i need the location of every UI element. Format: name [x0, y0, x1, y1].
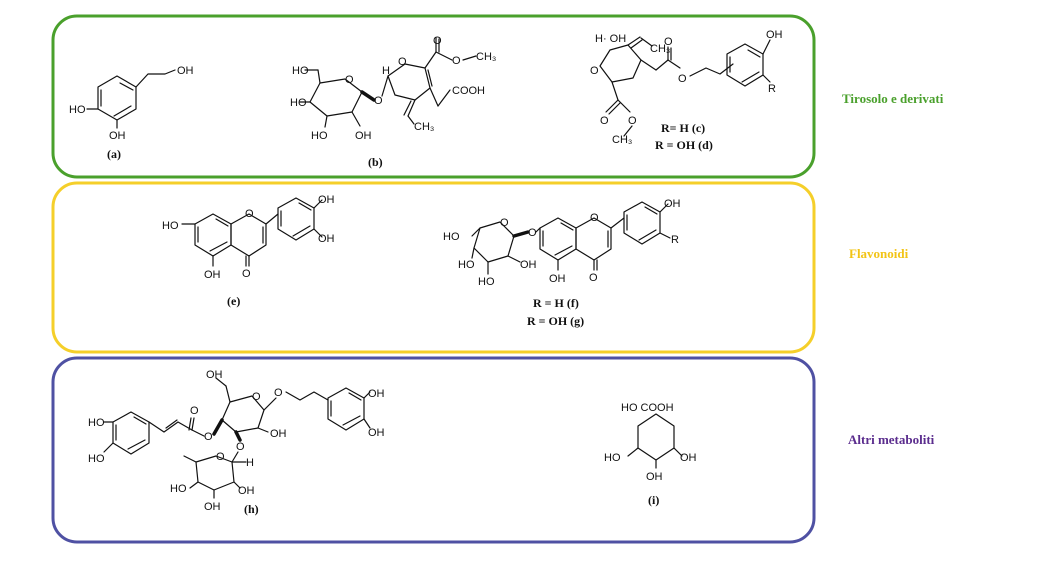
group-label-flavonoids: Flavonoidi	[849, 246, 909, 261]
atom-label: OH	[206, 369, 223, 381]
group-label-other-metabolites: Altri metaboliti	[848, 432, 935, 447]
atom-label: O	[252, 391, 261, 403]
atom-label: R	[671, 234, 679, 246]
atom-label: HO	[290, 97, 307, 109]
caption-c: R= H (c)	[661, 121, 705, 135]
atom-label: H	[246, 457, 254, 469]
atom-label: O	[528, 227, 537, 239]
atom-label: O	[190, 405, 199, 417]
atom-label: OH	[204, 501, 221, 513]
atom-label: HO	[88, 417, 105, 429]
caption-i: (i)	[648, 493, 659, 507]
atom-label: HO	[604, 452, 621, 464]
atom-label: HO	[478, 276, 495, 288]
atom-label: O	[678, 73, 687, 85]
group-label-tyrosol: Tirosolo e derivati	[842, 91, 944, 106]
atom-label: O	[600, 115, 609, 127]
atom-label: OH	[177, 65, 194, 77]
atom-label: CH₃	[476, 51, 496, 63]
atom-label: O	[452, 55, 461, 67]
atom-label: O	[374, 95, 383, 107]
structure-h: HO HO O O O OH OH O OH OH O O	[88, 369, 385, 516]
atom-label: OH	[204, 269, 221, 281]
atom-label: O	[398, 56, 407, 68]
caption-e: (e)	[227, 294, 240, 308]
atom-label: OH	[368, 388, 385, 400]
atom-label: HO	[88, 453, 105, 465]
caption-h: (h)	[244, 502, 259, 516]
flavonoid-group-frame	[51, 181, 816, 354]
atom-label: OH	[368, 427, 385, 439]
atom-label: HO	[69, 104, 86, 116]
atom-label: O	[216, 451, 225, 463]
atom-label: HO	[443, 231, 460, 243]
atom-label: O	[345, 74, 354, 86]
atom-label: OH	[318, 233, 335, 245]
caption-a: (a)	[107, 147, 121, 161]
structure-e: O O HO OH OH OH (e)	[162, 194, 335, 308]
atom-label: H· OH	[595, 33, 626, 45]
caption-g: R = OH (g)	[527, 314, 584, 328]
atom-label: OH	[238, 485, 255, 497]
atom-label: O	[664, 36, 673, 48]
atom-label: O	[236, 441, 245, 453]
caption-d: R = OH (d)	[655, 138, 713, 152]
atom-label: COOH	[452, 85, 485, 97]
atom-label: O	[433, 35, 442, 47]
atom-label: OH	[646, 471, 663, 483]
atom-label: OH	[270, 428, 287, 440]
atom-label: HO	[162, 220, 179, 232]
atom-label: O	[245, 208, 254, 220]
atom-label: OH	[355, 130, 372, 142]
atom-label: O	[590, 212, 599, 224]
atom-label: CH₃	[612, 134, 632, 146]
atom-label: HO	[170, 483, 187, 495]
atom-label: O	[204, 431, 213, 443]
atom-label: HO	[292, 65, 309, 77]
tyrosol-group-frame	[51, 14, 816, 179]
atom-label: CH₃	[650, 43, 670, 55]
atom-label: OH	[318, 194, 335, 206]
atom-label: R	[768, 83, 776, 95]
atom-label: O	[242, 268, 251, 280]
atom-label: HO	[311, 130, 328, 142]
other-metabolites-group-frame	[51, 356, 816, 544]
structure-i: HO COOH HO OH OH (i)	[604, 402, 697, 507]
structure-a: OH HO OH (a)	[69, 65, 194, 161]
structure-cd: H· OH O CH₃ O O OH R O O CH₃ R= H (c) R …	[590, 29, 783, 152]
atom-label: OH	[680, 452, 697, 464]
atom-label: OH	[520, 259, 537, 271]
structure-fg: O HO HO HO OH O O O OH OH R R = H (f) R …	[443, 198, 681, 328]
structure-b: O HO HO HO OH O H O O O CH₃ COOH CH₃ (b)	[290, 35, 496, 169]
atom-label: O	[628, 115, 637, 127]
atom-label: O	[500, 217, 509, 229]
atom-label: O	[590, 65, 599, 77]
atom-label: CH₃	[414, 121, 434, 133]
atom-label: OH	[766, 29, 783, 41]
atom-label: O	[589, 272, 598, 284]
atom-label: OH	[664, 198, 681, 210]
atom-label: OH	[549, 273, 566, 285]
atom-label: HO COOH	[621, 402, 674, 414]
atom-label: OH	[109, 130, 126, 142]
atom-label: H	[382, 65, 390, 77]
atom-label: HO	[458, 259, 475, 271]
atom-label: O	[274, 387, 283, 399]
caption-f: R = H (f)	[533, 296, 579, 310]
caption-b: (b)	[368, 155, 383, 169]
